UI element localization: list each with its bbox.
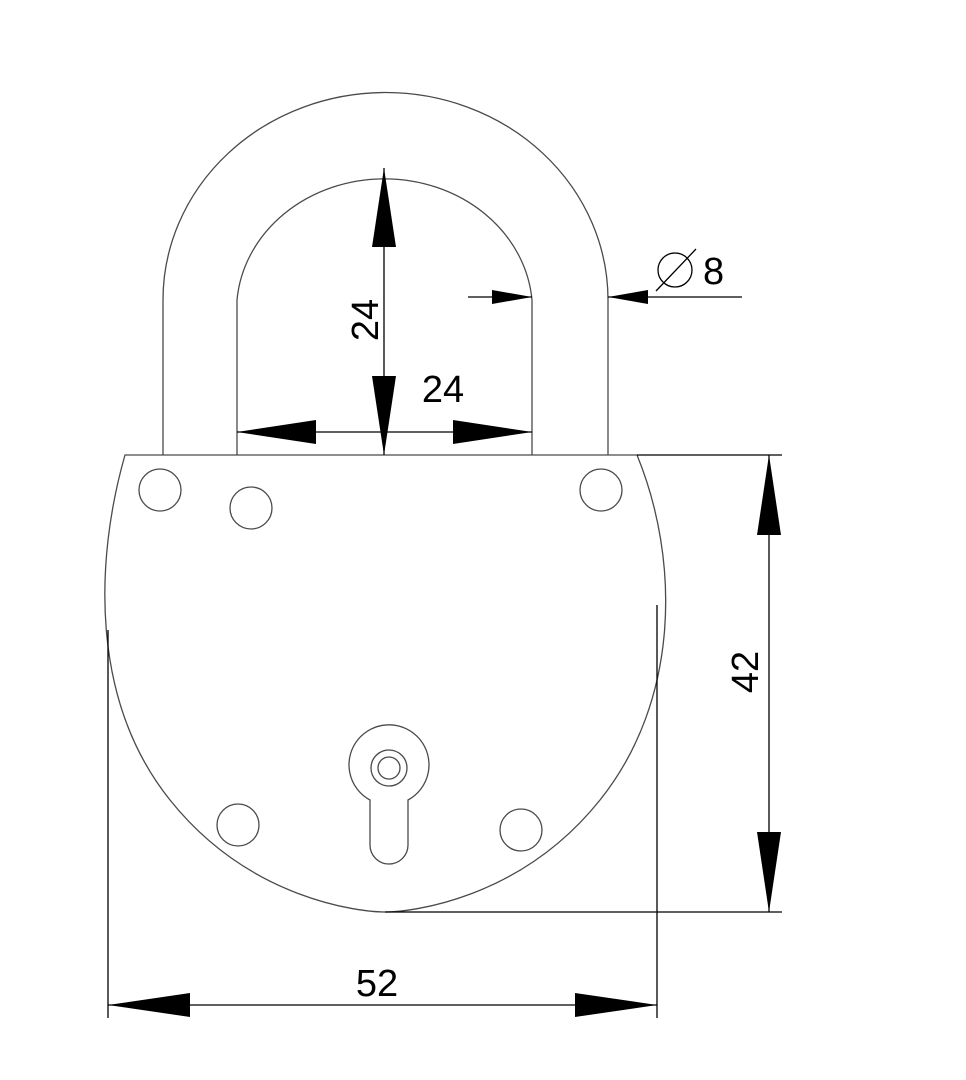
keyhole xyxy=(348,724,430,865)
lock-body-outline xyxy=(104,454,667,913)
arrow-up-icon xyxy=(757,455,781,535)
arrow-down-icon xyxy=(757,832,781,912)
arrow-up-icon xyxy=(372,168,396,247)
dimension-label-body-height: 42 xyxy=(725,651,767,693)
dimension-label-inner-width: 24 xyxy=(422,369,464,411)
dimension-shackle-inner-height: 24 xyxy=(345,168,396,455)
arrow-right-icon xyxy=(453,420,532,444)
rivet xyxy=(579,468,623,512)
shackle-outer-arc xyxy=(162,91,609,455)
keyhole-outline xyxy=(348,724,430,865)
dimension-label-diameter: 8 xyxy=(703,251,724,293)
arrow-left-icon xyxy=(237,420,316,444)
arrow-down-icon xyxy=(372,376,396,455)
dimension-label-body-width: 52 xyxy=(356,963,398,1005)
lock-body xyxy=(104,454,667,913)
arrow-right-icon xyxy=(575,993,657,1017)
arrow-left-icon xyxy=(108,993,190,1017)
rivet xyxy=(138,468,182,512)
dimension-body-height: 42 xyxy=(385,454,782,913)
dimension-label-inner-height: 24 xyxy=(345,299,387,341)
dimension-shackle-inner-width: 24 xyxy=(237,369,532,444)
dimension-shackle-diameter: 8 xyxy=(468,248,742,304)
dimension-body-width: 52 xyxy=(107,605,658,1018)
diameter-symbol-icon xyxy=(655,248,697,292)
keyhole-pin-inner xyxy=(377,756,401,780)
arrow-right-icon xyxy=(492,290,532,304)
rivet xyxy=(499,808,543,852)
rivet xyxy=(229,486,273,530)
arrow-left-icon xyxy=(608,290,648,304)
keyhole-pin-outer xyxy=(370,749,408,787)
rivet xyxy=(216,803,260,847)
